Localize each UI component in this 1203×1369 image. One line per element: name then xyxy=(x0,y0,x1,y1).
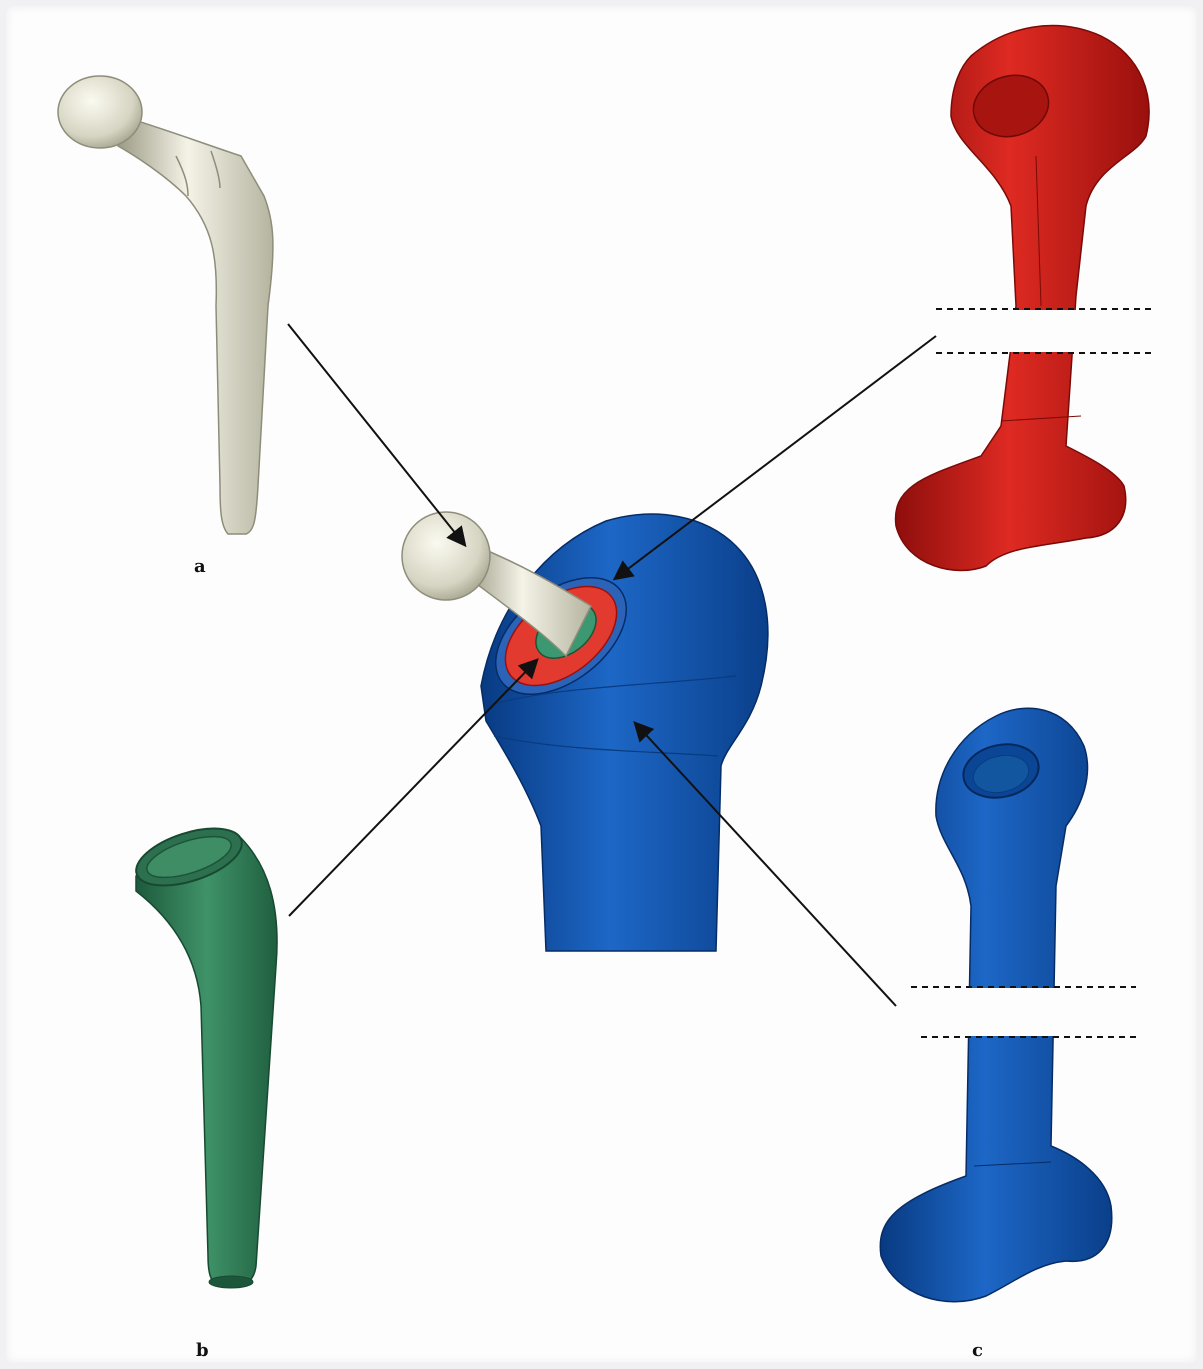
label-c: c xyxy=(972,1340,983,1361)
cortical-bone-c-bottom xyxy=(880,708,1141,1301)
assembled-implant-center xyxy=(402,512,768,951)
cancellous-bone-c-top xyxy=(896,26,1156,571)
cement-mantle-b xyxy=(129,817,277,1288)
label-a: a xyxy=(194,556,206,577)
arrow-b-to-cement xyxy=(289,661,536,916)
arrow-red-to-canal xyxy=(616,336,936,578)
implant-assembly-diagram xyxy=(6,6,1203,1369)
arrow-a-to-head xyxy=(288,324,464,544)
label-b: b xyxy=(196,1340,209,1361)
implant-stem-a xyxy=(58,76,273,534)
